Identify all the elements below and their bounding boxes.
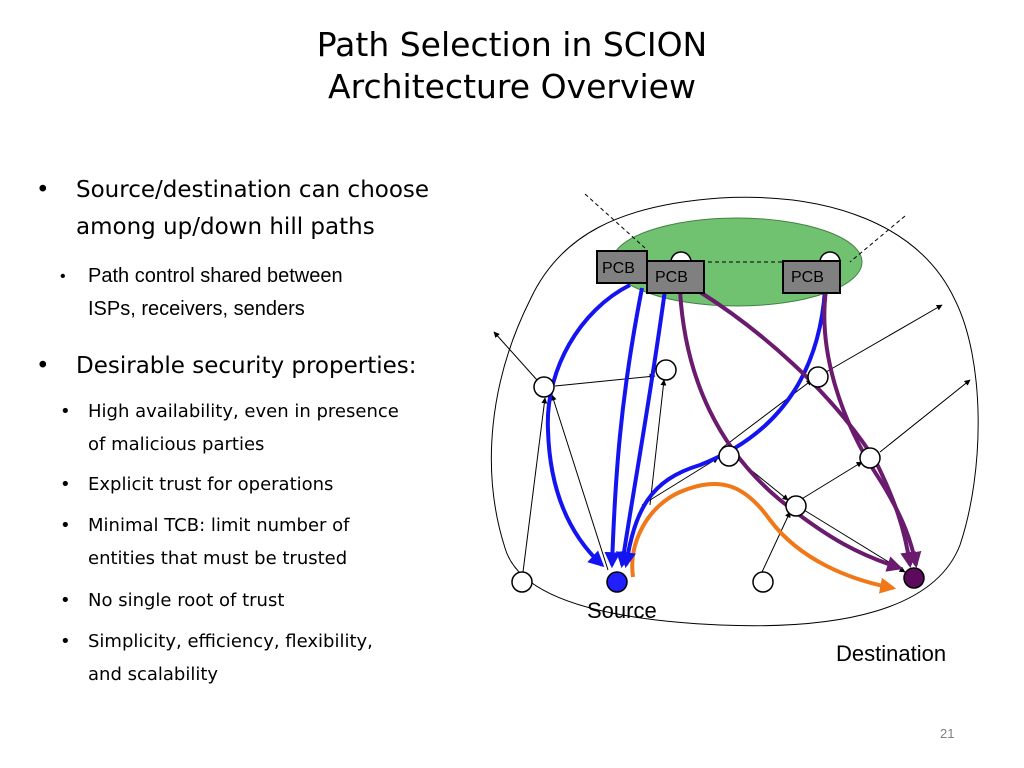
purple-path bbox=[698, 290, 917, 569]
subbullet-path-control-line-2: ISPs, receivers, senders bbox=[88, 298, 305, 320]
network-node bbox=[718, 445, 740, 467]
bullet-dot: • bbox=[60, 590, 71, 611]
destination-node bbox=[903, 567, 925, 589]
slide-title: Path Selection in SCION Architecture Ove… bbox=[0, 24, 1024, 108]
blue-path bbox=[620, 289, 827, 569]
source-label: Source bbox=[587, 598, 657, 623]
bullet-list: • Source/destination can choose among up… bbox=[36, 177, 429, 685]
link-arrow bbox=[649, 379, 667, 506]
bullet-path-choice-line-2: among up/down hill paths bbox=[76, 214, 375, 240]
bullet-dot: • bbox=[36, 177, 50, 203]
blue-path bbox=[616, 289, 667, 569]
subbullet-explicit-trust-line-1: Explicit trust for operations bbox=[88, 474, 334, 495]
network-node bbox=[655, 359, 677, 381]
subbullet-path-control-line-1: Path control shared between bbox=[88, 265, 343, 287]
bullet-security-properties-text: Desirable security properties: bbox=[76, 353, 417, 379]
link-arrow bbox=[761, 511, 791, 573]
subbullet-minimal-tcb-line-2: entities that must be trusted bbox=[88, 548, 348, 569]
pcb-box: PCB bbox=[646, 260, 705, 294]
link-arrow bbox=[825, 304, 943, 373]
slide-title-line-1: Path Selection in SCION bbox=[316, 25, 708, 64]
scion-network-diagram: PCB PCB PCB bbox=[490, 193, 979, 627]
network-node bbox=[785, 495, 807, 517]
purple-path bbox=[678, 289, 904, 572]
network-node bbox=[859, 447, 881, 469]
dashed-core-link bbox=[849, 215, 906, 263]
slide-title-line-2: Architecture Overview bbox=[328, 67, 696, 106]
bullet-path-choice-line-1: Source/destination can choose bbox=[76, 177, 430, 203]
pcb-label: PCB bbox=[655, 269, 688, 286]
link-arrow bbox=[641, 457, 719, 506]
bullet-dot: • bbox=[60, 401, 71, 422]
page-number: 21 bbox=[940, 726, 955, 741]
network-node bbox=[752, 571, 774, 593]
subbullet-simplicity-line-1: Simplicity, efficiency, flexibility, bbox=[88, 631, 373, 652]
subbullet-minimal-tcb-line-1: Minimal TCB: limit number of bbox=[88, 515, 350, 536]
link-arrow bbox=[721, 379, 813, 449]
orange-path bbox=[630, 482, 897, 594]
network-node bbox=[533, 376, 555, 398]
purple-path bbox=[822, 289, 922, 569]
bullet-dot: • bbox=[60, 515, 71, 536]
subbullet-availability-line-2: of malicious parties bbox=[88, 434, 265, 455]
network-node bbox=[511, 571, 533, 593]
link-arrow bbox=[879, 379, 971, 453]
link-arrow bbox=[522, 397, 548, 573]
blue-path bbox=[545, 283, 631, 568]
pcb-label: PCB bbox=[602, 260, 635, 277]
link-arrow bbox=[554, 373, 656, 387]
blue-path bbox=[604, 287, 644, 569]
bullet-dot: • bbox=[60, 474, 71, 495]
link-arrow bbox=[550, 394, 609, 571]
subbullet-simplicity-line-2: and scalability bbox=[88, 664, 219, 685]
subbullet-no-single-root-line-1: No single root of trust bbox=[88, 590, 285, 611]
pcb-box: PCB bbox=[782, 260, 841, 294]
bullet-dot: • bbox=[36, 353, 50, 379]
link-arrow bbox=[493, 331, 538, 381]
link-arrow bbox=[799, 461, 863, 501]
pcb-box: PCB bbox=[596, 250, 648, 284]
source-node bbox=[606, 571, 628, 593]
subbullet-availability-line-1: High availability, even in presence bbox=[88, 401, 399, 422]
bullet-dot: • bbox=[60, 268, 66, 285]
bullet-dot: • bbox=[60, 631, 71, 652]
network-node bbox=[807, 366, 829, 388]
destination-label: Destination bbox=[836, 641, 947, 666]
isd-boundary bbox=[490, 196, 979, 627]
pcb-label: PCB bbox=[791, 269, 824, 286]
